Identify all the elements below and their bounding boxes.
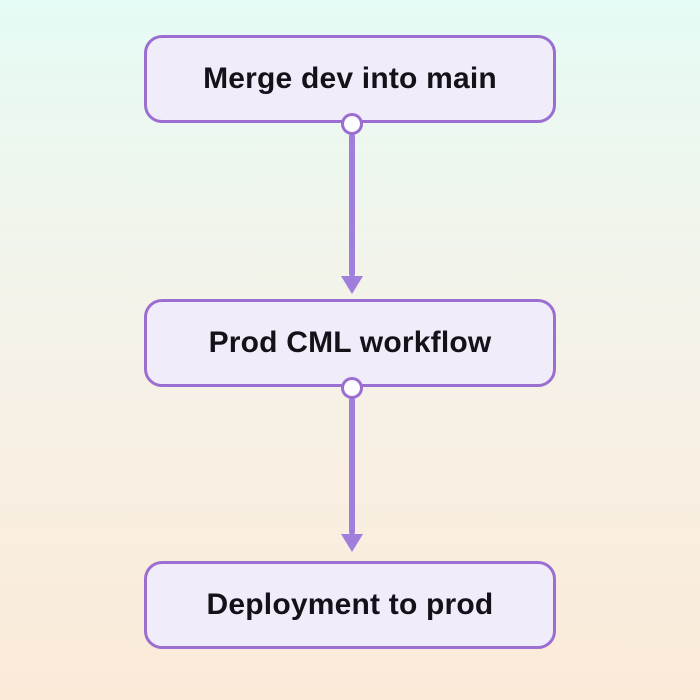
flow-node-merge-dev-into-main: Merge dev into main xyxy=(144,35,556,123)
connector-line xyxy=(349,397,355,535)
connector-start-dot xyxy=(341,113,363,135)
connector-line xyxy=(349,133,355,277)
flow-node-deployment-to-prod: Deployment to prod xyxy=(144,561,556,649)
flow-node-label: Merge dev into main xyxy=(203,62,497,95)
connector-start-dot xyxy=(341,377,363,399)
flow-node-label: Deployment to prod xyxy=(206,588,494,621)
flow-node-label: Prod CML workflow xyxy=(208,326,492,359)
flow-node-prod-cml-workflow: Prod CML workflow xyxy=(144,299,556,387)
arrow-down-icon xyxy=(341,534,363,552)
arrow-down-icon xyxy=(341,276,363,294)
